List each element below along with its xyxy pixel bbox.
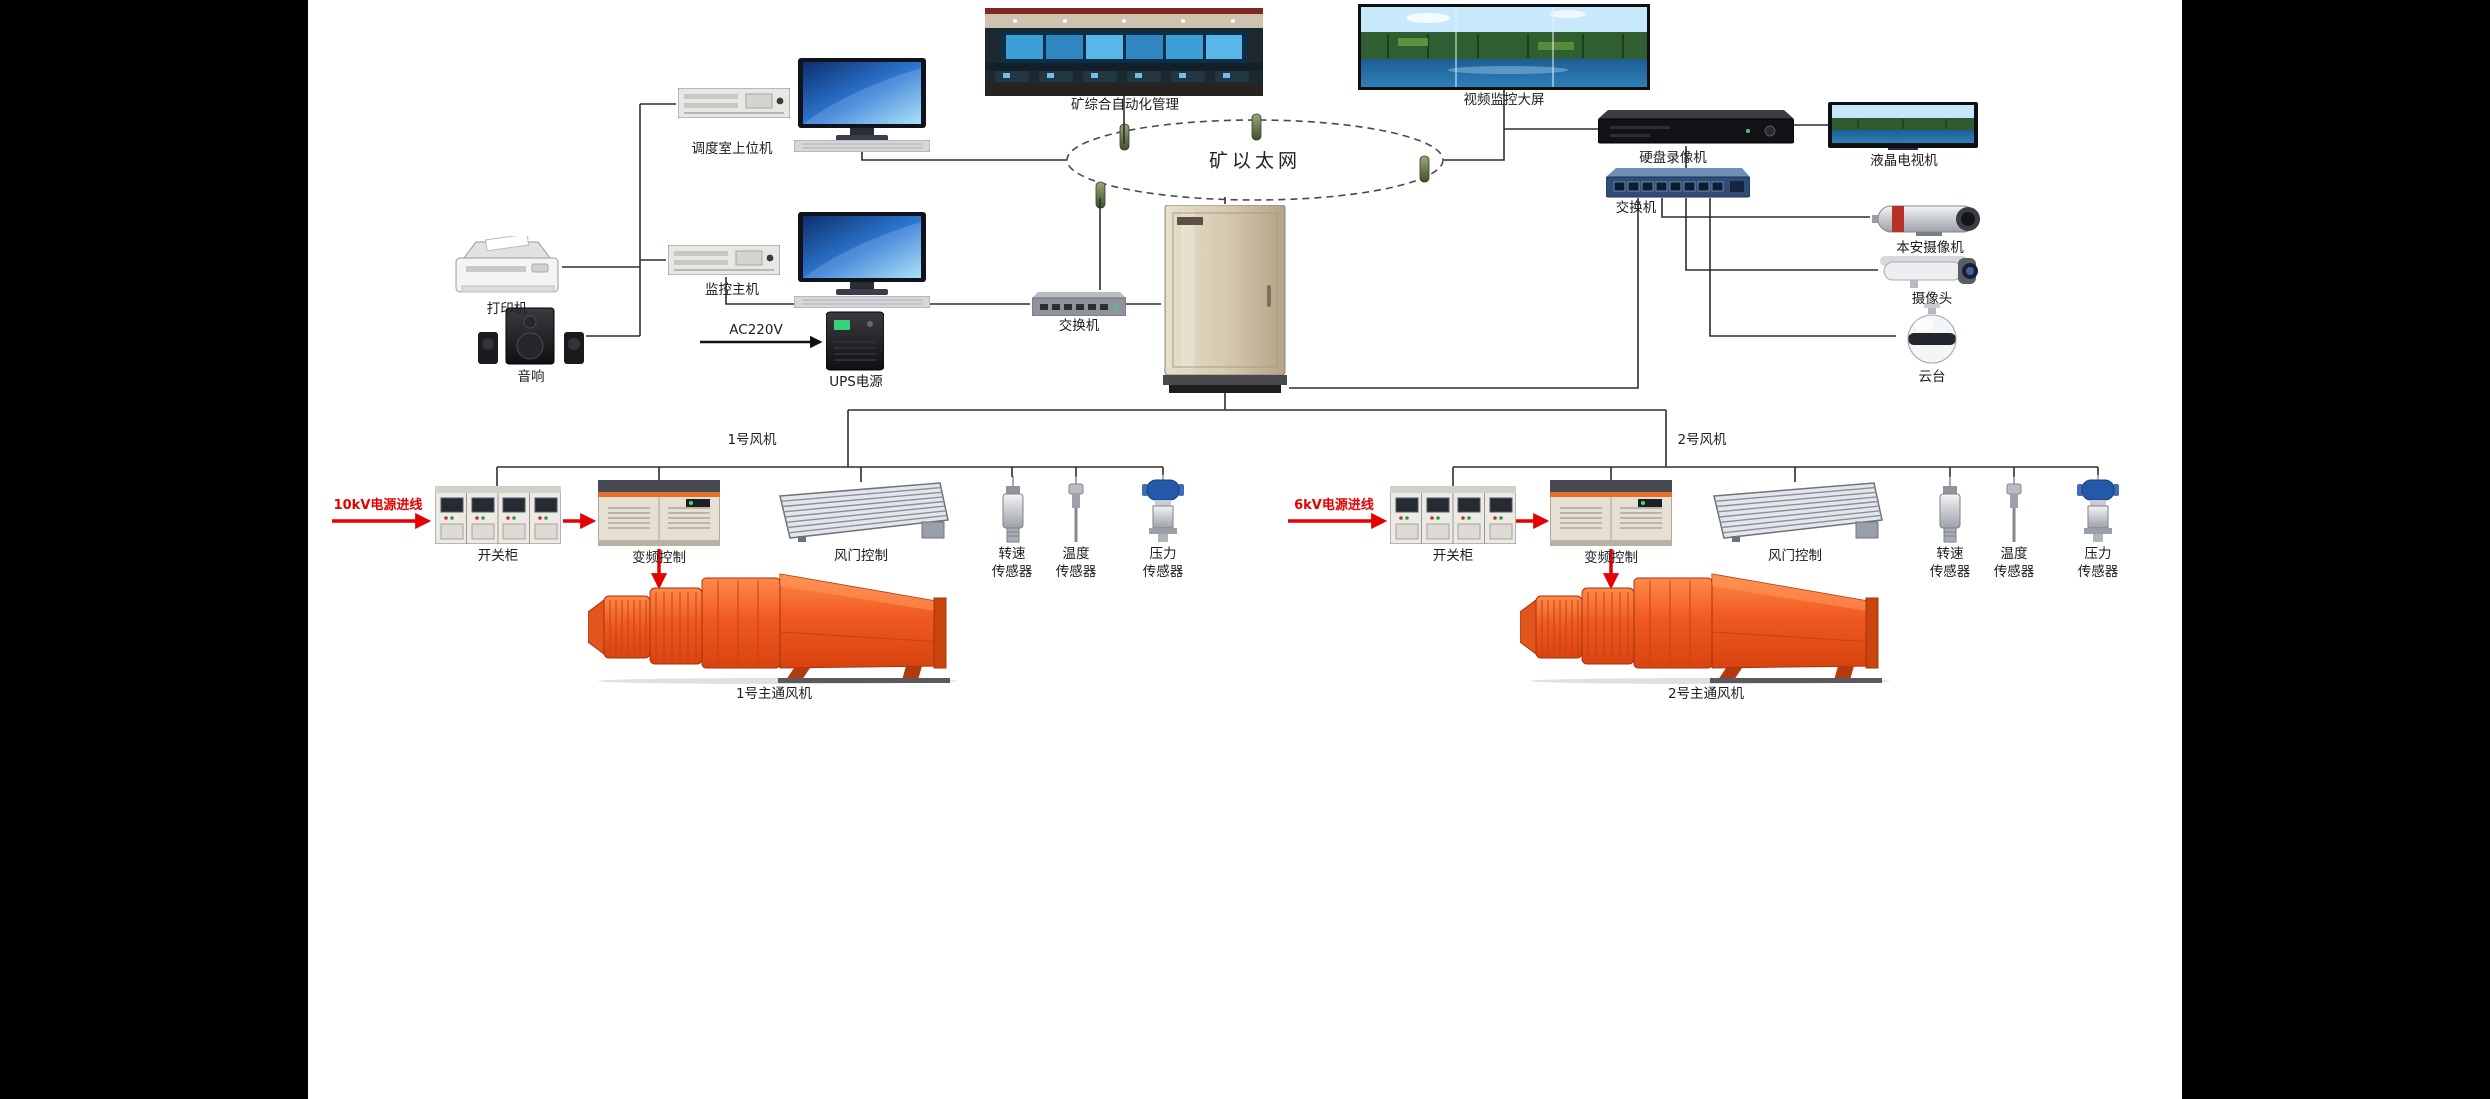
video-wall-label: 视频监控大屏 — [1463, 92, 1545, 108]
ptz-camera-icon — [1900, 303, 1964, 367]
bullet-camera-label: 摄像头 — [1911, 291, 1953, 307]
video-wall — [1358, 4, 1650, 90]
temp-sensor-1 — [1062, 476, 1090, 544]
pressure-sensor-label-1: 压力 传感器 — [1142, 546, 1184, 580]
ethernet-ring — [1066, 113, 1444, 209]
is-camera-icon — [1872, 198, 1990, 238]
fan1-branch-label: 1号风机 — [727, 432, 777, 448]
is-camera-label: 本安摄像机 — [1896, 240, 1964, 256]
dispatch-keyboard — [794, 140, 930, 152]
ptz-camera-label: 云台 — [1918, 369, 1946, 385]
pressure-sensor-2 — [2076, 474, 2120, 544]
damper-label-1: 风门控制 — [834, 548, 888, 564]
camera-switch — [1606, 168, 1750, 198]
damper-label-2: 风门控制 — [1768, 548, 1822, 564]
host-rack-unit — [668, 245, 780, 275]
main-fan-label-2: 2号主通风机 — [1667, 686, 1745, 702]
plc-cabinet — [1163, 205, 1287, 393]
switchgear-label-2: 开关柜 — [1432, 548, 1474, 564]
lan-switch — [1032, 292, 1126, 316]
main-fan-1 — [588, 562, 960, 684]
incoming-power-label-1: 10kV电源进线 — [333, 498, 423, 513]
temp-sensor-2 — [2000, 476, 2028, 544]
ac220v-label: AC220V — [729, 322, 783, 338]
dispatch-host-label: 调度室上位机 — [691, 141, 773, 157]
host-label: 监控主机 — [705, 282, 759, 298]
switchgear-cabinet-1 — [435, 486, 561, 544]
lcd-tv — [1828, 102, 1978, 150]
camera-switch-label: 交换机 — [1615, 200, 1657, 216]
control-room-label: 矿综合自动化管理 — [1071, 97, 1179, 113]
diagram-canvas — [308, 0, 2182, 1099]
main-fan-label-1: 1号主通风机 — [735, 686, 813, 702]
pressure-sensor-label-2: 压力 传感器 — [2077, 546, 2119, 580]
dvr-recorder — [1598, 110, 1794, 146]
host-monitor — [798, 212, 926, 296]
pressure-sensor-1 — [1141, 474, 1185, 544]
damper-control-2 — [1706, 478, 1884, 542]
dvr-label: 硬盘录像机 — [1639, 150, 1707, 166]
dispatch-monitor — [798, 58, 926, 142]
speed-sensor-label-2: 转速 传感器 — [1929, 546, 1971, 580]
printer-label: 打印机 — [486, 301, 528, 317]
switchgear-label-1: 开关柜 — [477, 548, 519, 564]
dispatch-rack-unit — [678, 88, 790, 118]
main-fan-2 — [1520, 562, 1892, 684]
ups-label: UPS电源 — [829, 374, 883, 390]
switchgear-cabinet-2 — [1390, 486, 1516, 544]
speed-sensor-1 — [998, 476, 1028, 544]
ethernet-ring-label: 矿以太网 — [1208, 150, 1301, 172]
vfd-label-1: 变频控制 — [632, 550, 686, 566]
speed-sensor-2 — [1935, 476, 1965, 544]
damper-control-1 — [772, 478, 950, 542]
fan2-branch-label: 2号风机 — [1677, 432, 1727, 448]
printer-icon — [452, 236, 562, 298]
host-keyboard — [794, 296, 930, 308]
vfd-cabinet-2 — [1550, 480, 1672, 546]
temp-sensor-label-2: 温度 传感器 — [1993, 546, 2035, 580]
ups-icon — [826, 310, 884, 372]
vfd-label-2: 变频控制 — [1584, 550, 1638, 566]
speakers-label: 音响 — [517, 369, 545, 385]
bullet-camera-icon — [1880, 250, 1986, 288]
lan-switch-label: 交换机 — [1058, 318, 1100, 334]
lcd-tv-label: 液晶电视机 — [1870, 153, 1938, 169]
network-links — [496, 90, 2099, 487]
incoming-power-label-2: 6kV电源进线 — [1294, 498, 1374, 513]
vfd-cabinet-1 — [598, 480, 720, 546]
control-room-photo — [985, 8, 1263, 96]
temp-sensor-label-1: 温度 传感器 — [1055, 546, 1097, 580]
speed-sensor-label-1: 转速 传感器 — [991, 546, 1033, 580]
speakers-icon — [476, 306, 586, 368]
power-arrows — [332, 335, 1620, 590]
